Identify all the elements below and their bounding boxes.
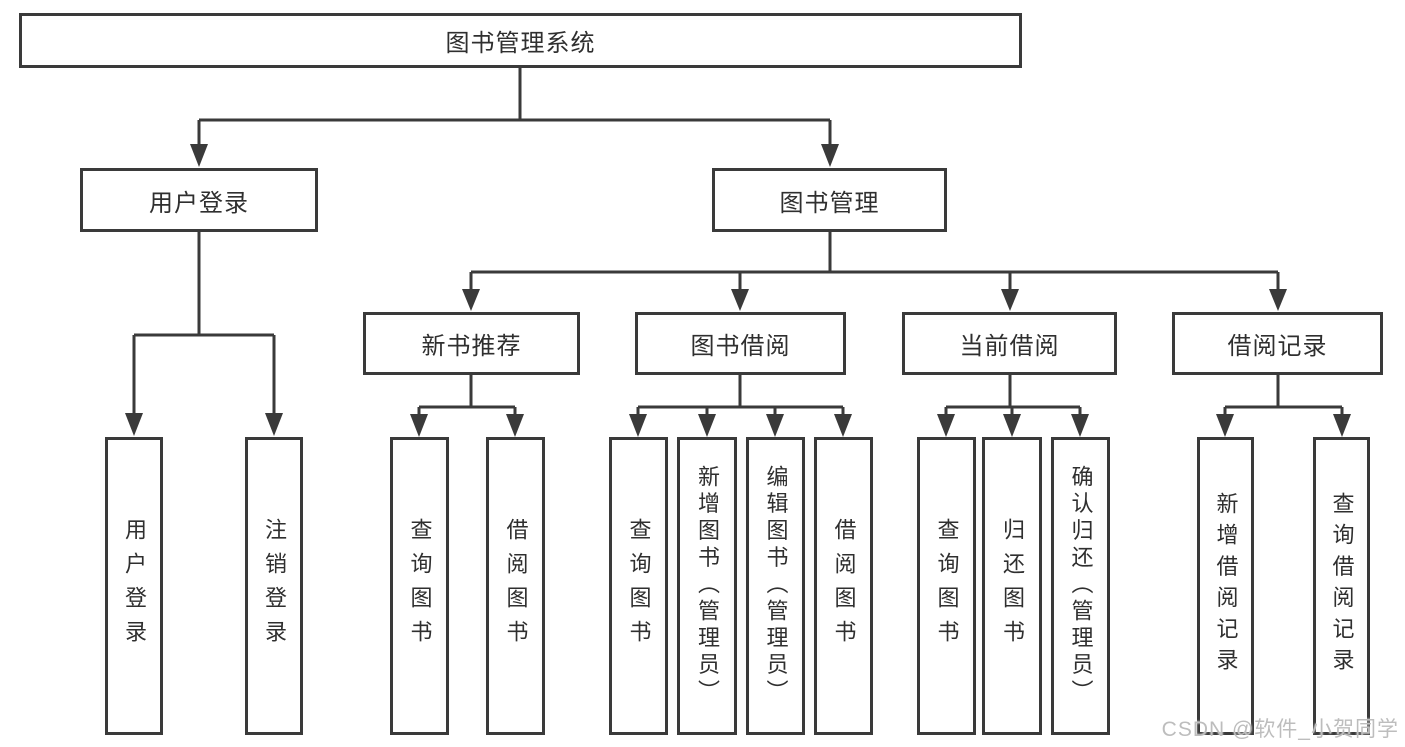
leaf-return-book: 归还图书 — [982, 437, 1042, 735]
node-root-label: 图书管理系统 — [445, 30, 596, 57]
node-book-borrow-label: 图书借阅 — [690, 333, 791, 360]
edge-root-to-level2 — [190, 68, 839, 167]
leaf-query-borrow-record: 查询借阅记录 — [1313, 437, 1370, 735]
edge-borrow-to-leaves — [629, 375, 852, 437]
node-book-management-label: 图书管理 — [779, 189, 880, 217]
leaf-edit-book-admin-label: 编辑图书（管理员） — [763, 465, 789, 707]
leaf-current-query-book: 查询图书 — [917, 437, 976, 735]
node-book-management: 图书管理 — [712, 168, 947, 232]
leaf-return-book-label: 归还图书 — [1000, 517, 1025, 655]
node-book-borrow: 图书借阅 — [635, 312, 846, 375]
edge-bookmgmt-to-level3 — [462, 232, 1287, 311]
node-user-login: 用户登录 — [80, 168, 318, 232]
leaf-confirm-return-admin: 确认归还（管理员） — [1051, 437, 1110, 735]
node-root-library-system: 图书管理系统 — [19, 13, 1022, 68]
leaf-user-login-label: 用户登录 — [122, 517, 147, 655]
edge-newbooks-to-leaves — [410, 375, 524, 437]
node-borrow-records: 借阅记录 — [1172, 312, 1383, 375]
node-new-book-recommend-label: 新书推荐 — [421, 333, 522, 360]
leaf-add-borrow-record-label: 新增借阅记录 — [1213, 492, 1239, 680]
leaf-borrow-query-book-label: 查询图书 — [626, 517, 652, 655]
leaf-user-login: 用户登录 — [105, 437, 163, 735]
leaf-add-book-admin-label: 新增图书（管理员） — [695, 465, 720, 707]
leaf-edit-book-admin: 编辑图书（管理员） — [746, 437, 805, 735]
leaf-query-borrow-record-label: 查询借阅记录 — [1329, 492, 1355, 680]
leaf-newbooks-query-book-label: 查询图书 — [407, 517, 433, 655]
node-current-borrow-label: 当前借阅 — [959, 333, 1060, 360]
edge-current-to-leaves — [937, 375, 1089, 437]
leaf-logout-label: 注销登录 — [262, 517, 287, 655]
node-user-login-label: 用户登录 — [149, 189, 249, 217]
leaf-newbooks-borrow-book: 借阅图书 — [486, 437, 545, 735]
node-current-borrow: 当前借阅 — [902, 312, 1117, 375]
edge-login-to-leaves — [125, 232, 283, 436]
leaf-newbooks-query-book: 查询图书 — [390, 437, 449, 735]
node-new-book-recommend: 新书推荐 — [363, 312, 580, 375]
node-borrow-records-label: 借阅记录 — [1227, 333, 1328, 360]
leaf-newbooks-borrow-book-label: 借阅图书 — [503, 517, 529, 655]
leaf-borrow-query-book: 查询图书 — [609, 437, 668, 735]
leaf-add-borrow-record: 新增借阅记录 — [1197, 437, 1254, 735]
leaf-confirm-return-admin-label: 确认归还（管理员） — [1068, 465, 1094, 707]
leaf-current-query-book-label: 查询图书 — [934, 517, 960, 655]
leaf-borrow-book-label: 借阅图书 — [831, 517, 857, 655]
leaf-borrow-book: 借阅图书 — [814, 437, 873, 735]
edge-records-to-leaves — [1216, 375, 1351, 437]
leaf-logout: 注销登录 — [245, 437, 303, 735]
leaf-add-book-admin: 新增图书（管理员） — [677, 437, 737, 735]
